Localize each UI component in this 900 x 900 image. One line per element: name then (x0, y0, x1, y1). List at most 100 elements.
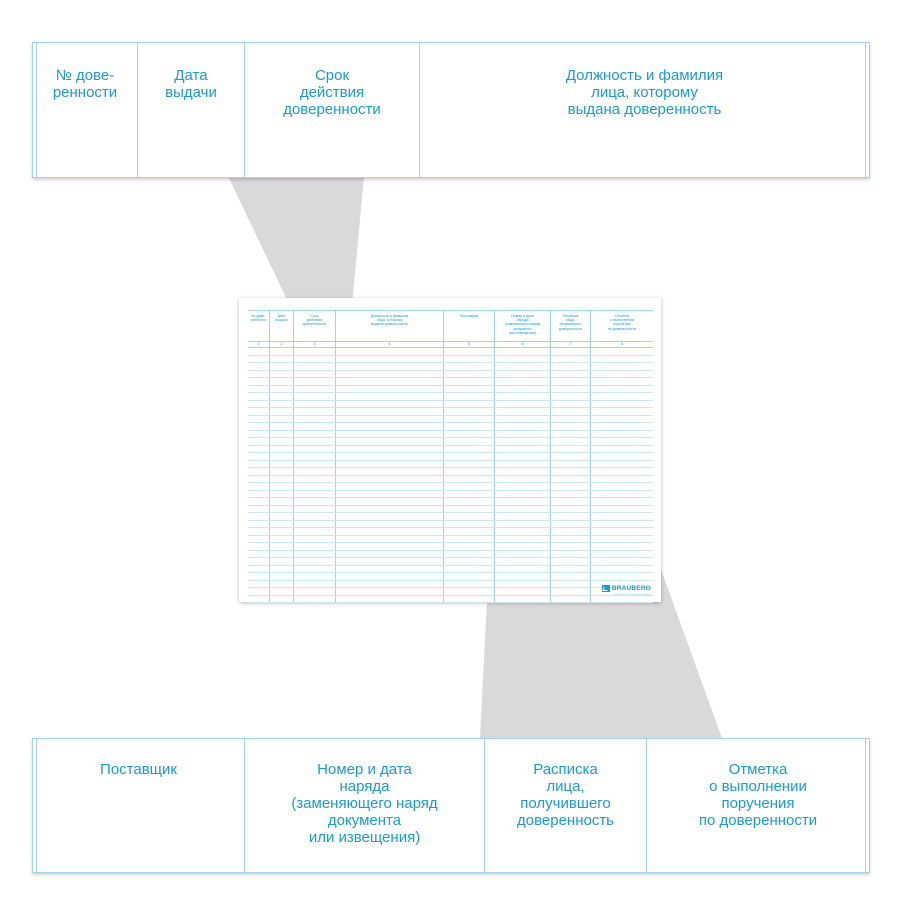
table-cell (591, 491, 653, 498)
table-cell (270, 520, 294, 527)
table-cell (248, 408, 270, 415)
table-cell (495, 430, 551, 437)
table-cell (248, 550, 270, 557)
form-sheet-preview: № дове- ренности Дата выдачи Срок действ… (239, 298, 661, 603)
table-cell (336, 370, 444, 377)
col-order-number-date: Номер и дата наряда (заменяющего наряд д… (245, 739, 485, 872)
table-cell (270, 483, 294, 490)
table-cell (248, 588, 270, 595)
table-cell (270, 415, 294, 422)
table-cell (336, 580, 444, 587)
table-cell (551, 483, 591, 490)
table-cell (551, 535, 591, 542)
table-cell (248, 513, 270, 520)
table-row (248, 468, 653, 476)
table-cell (495, 378, 551, 385)
table-cell (444, 363, 495, 370)
table-cell (336, 550, 444, 557)
table-cell (591, 461, 653, 468)
table-cell (336, 438, 444, 445)
table-cell (248, 595, 270, 602)
table-cell (270, 468, 294, 475)
table-cell (551, 370, 591, 377)
table-cell (294, 595, 336, 602)
mini-table: № дове- ренности Дата выдачи Срок действ… (248, 310, 653, 603)
table-cell (294, 408, 336, 415)
table-cell (294, 453, 336, 460)
table-row (248, 543, 653, 551)
table-cell (248, 445, 270, 452)
table-cell (495, 505, 551, 512)
table-row (248, 348, 653, 356)
table-cell (336, 453, 444, 460)
table-cell (294, 580, 336, 587)
table-cell (336, 498, 444, 505)
table-cell (248, 528, 270, 535)
table-cell (248, 475, 270, 482)
bottom-zoom-callout: Поставщик Номер и дата наряда (заменяюще… (32, 738, 870, 873)
brand-tagline: производство офисных товаров (613, 593, 651, 596)
table-cell (336, 595, 444, 602)
table-cell (591, 573, 653, 580)
table-cell (551, 438, 591, 445)
mini-num-1: 1 (248, 342, 270, 347)
table-cell (270, 393, 294, 400)
table-cell (551, 400, 591, 407)
table-cell (495, 520, 551, 527)
table-cell (444, 430, 495, 437)
table-cell (591, 356, 653, 363)
table-cell (248, 393, 270, 400)
table-cell (444, 558, 495, 565)
mini-num-8: 8 (621, 342, 623, 346)
table-cell (591, 596, 653, 603)
table-row (248, 573, 653, 581)
table-cell (248, 423, 270, 430)
table-cell (294, 438, 336, 445)
table-cell (444, 348, 495, 355)
table-cell (551, 415, 591, 422)
table-cell (591, 408, 653, 415)
table-cell (270, 498, 294, 505)
mini-num-6: 6 (495, 342, 551, 347)
table-cell (294, 370, 336, 377)
table-cell (270, 370, 294, 377)
table-cell (495, 565, 551, 572)
table-cell (591, 543, 653, 550)
table-cell (336, 543, 444, 550)
table-cell (248, 468, 270, 475)
table-cell (495, 595, 551, 602)
table-cell (495, 415, 551, 422)
table-cell (270, 528, 294, 535)
table-cell (336, 430, 444, 437)
table-cell (444, 393, 495, 400)
table-cell (444, 588, 495, 595)
table-cell (270, 573, 294, 580)
mini-col-5: Поставщик (444, 311, 495, 341)
table-cell (294, 475, 336, 482)
table-cell (270, 535, 294, 542)
table-cell (444, 543, 495, 550)
table-cell (495, 535, 551, 542)
table-cell (248, 378, 270, 385)
table-row (248, 498, 653, 506)
table-cell (294, 468, 336, 475)
mini-col-3: Срок действия доверенности (294, 311, 336, 341)
table-cell (551, 475, 591, 482)
table-cell (444, 385, 495, 392)
table-cell (294, 393, 336, 400)
table-cell (248, 430, 270, 437)
table-cell (294, 550, 336, 557)
table-cell (248, 453, 270, 460)
mini-num-2: 2 (270, 342, 294, 347)
table-cell (248, 355, 270, 362)
table-cell (591, 371, 653, 378)
table-cell (270, 400, 294, 407)
table-cell (591, 513, 653, 520)
table-cell (444, 528, 495, 535)
table-cell (336, 520, 444, 527)
table-cell (551, 490, 591, 497)
table-cell (444, 505, 495, 512)
table-cell (551, 453, 591, 460)
table-cell (444, 438, 495, 445)
table-cell (248, 460, 270, 467)
